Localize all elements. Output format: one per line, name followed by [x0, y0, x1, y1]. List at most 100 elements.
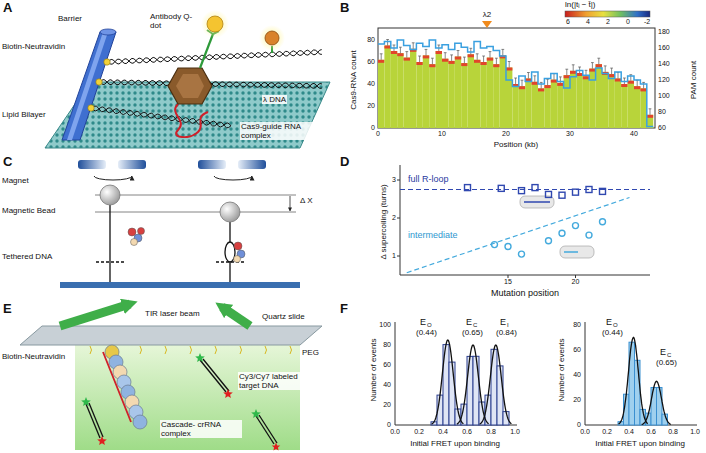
- axis-tick: 40: [630, 130, 638, 138]
- axis-title: PAM count: [689, 61, 698, 100]
- data-point: [559, 192, 565, 198]
- count-bar: [589, 69, 595, 128]
- gaussian-fit: [642, 381, 671, 424]
- inset-cartoon: [520, 196, 594, 258]
- count-bar: [495, 58, 498, 59]
- axis-tick: 2: [606, 18, 610, 26]
- histogram-bar: [635, 360, 641, 425]
- plot-axis: [585, 322, 697, 425]
- count-bar: [514, 78, 517, 79]
- data-point: [559, 230, 565, 236]
- data-point: [519, 188, 525, 194]
- count-bar: [423, 55, 429, 128]
- cascade-complex: [103, 352, 131, 422]
- count-bar: [559, 76, 562, 77]
- callout-label: Antibody Q-dot: [150, 12, 196, 30]
- count-bar: [570, 71, 576, 128]
- antibody-qdot: [259, 25, 285, 51]
- count-bar: [387, 40, 388, 46]
- axis-tick: 80: [383, 341, 391, 349]
- laser-beam: [222, 307, 250, 326]
- count-bar: [508, 61, 511, 62]
- axis-title: Number of events: [369, 338, 378, 401]
- callout-label: Lipid Bilayer: [2, 110, 46, 119]
- cas9-complex: [168, 68, 212, 137]
- count-bar: [404, 58, 410, 61]
- count-bar: [404, 58, 410, 128]
- state-label: E: [420, 317, 426, 327]
- callout-label: Cy3/Cy7 labeled target DNA: [238, 372, 310, 390]
- data-point: [407, 197, 630, 272]
- count-bar: [483, 56, 484, 62]
- count-bar: [576, 73, 582, 76]
- axis-tick: 60: [573, 346, 581, 354]
- count-bar: [500, 55, 506, 128]
- count-bar: [538, 88, 544, 128]
- count-bar: [442, 59, 448, 62]
- count-bar: [585, 70, 588, 71]
- panel-letter: C: [3, 155, 12, 170]
- axis-tick: -2: [644, 18, 650, 26]
- count-bar: [634, 86, 640, 128]
- data-point: [546, 191, 552, 197]
- count-bar: [628, 81, 634, 84]
- count-bar: [583, 76, 589, 128]
- count-bar: [436, 51, 442, 128]
- count-bar: [551, 80, 557, 128]
- count-bar: [464, 57, 465, 63]
- count-bar: [405, 51, 408, 52]
- lambda-dna: [108, 50, 322, 64]
- data-point: [498, 185, 504, 191]
- axis-tick: 40: [383, 381, 391, 389]
- count-bar: [474, 60, 480, 63]
- count-bar: [393, 45, 396, 46]
- fluorophore-star: [97, 436, 107, 445]
- fluorophore-star: [223, 389, 233, 398]
- plot-axis: [400, 165, 650, 275]
- gaussian-fit: [619, 338, 648, 425]
- solution: [75, 345, 300, 450]
- target-dna: [259, 415, 277, 443]
- count-bar: [458, 51, 459, 57]
- fluorophore-star: [81, 397, 91, 406]
- data-point: [600, 188, 606, 194]
- callout-label: Biotin-Neutravidin: [2, 42, 65, 51]
- count-bar: [418, 56, 421, 57]
- panel-letter: E: [3, 302, 12, 317]
- lambda-dna: [92, 107, 231, 127]
- count-bar: [436, 51, 442, 54]
- axis-tick: 4: [586, 18, 590, 26]
- axis-tick: 1: [392, 252, 396, 260]
- count-bar: [413, 43, 414, 49]
- axis-tick: 0: [577, 421, 581, 429]
- data-point: [573, 223, 579, 229]
- axis-title: Number of events: [557, 338, 566, 401]
- data-point: [546, 238, 552, 244]
- axis-tick: 10: [438, 130, 446, 138]
- count-bar: [506, 68, 512, 71]
- panel-letter: A: [3, 1, 12, 16]
- count-bar: [576, 73, 582, 128]
- subscript: O: [613, 322, 618, 329]
- fret-value: (0.44): [602, 328, 623, 337]
- biotin-dot: [88, 59, 110, 111]
- subscript: C: [473, 322, 477, 329]
- biotin-dot: [96, 79, 102, 85]
- gaussian-fit: [480, 345, 512, 424]
- peg: [90, 346, 292, 354]
- count-bar: [384, 46, 390, 129]
- count-bar: [547, 79, 548, 85]
- axis-tick: 20: [383, 401, 391, 409]
- count-bar: [623, 78, 626, 79]
- callout-label: Quartz slide: [262, 312, 305, 321]
- count-bar: [476, 53, 479, 54]
- axis-tick: 20: [502, 130, 510, 138]
- magnet: [118, 160, 146, 169]
- cas9-complex: [234, 256, 241, 263]
- color-bar: [565, 11, 650, 17]
- count-bar: [451, 55, 452, 61]
- axis-title: Cas9-RNA count: [349, 50, 358, 110]
- axis-tick: 30: [566, 130, 574, 138]
- tethered-dna: [229, 222, 230, 242]
- axis-tick: 20: [572, 278, 580, 286]
